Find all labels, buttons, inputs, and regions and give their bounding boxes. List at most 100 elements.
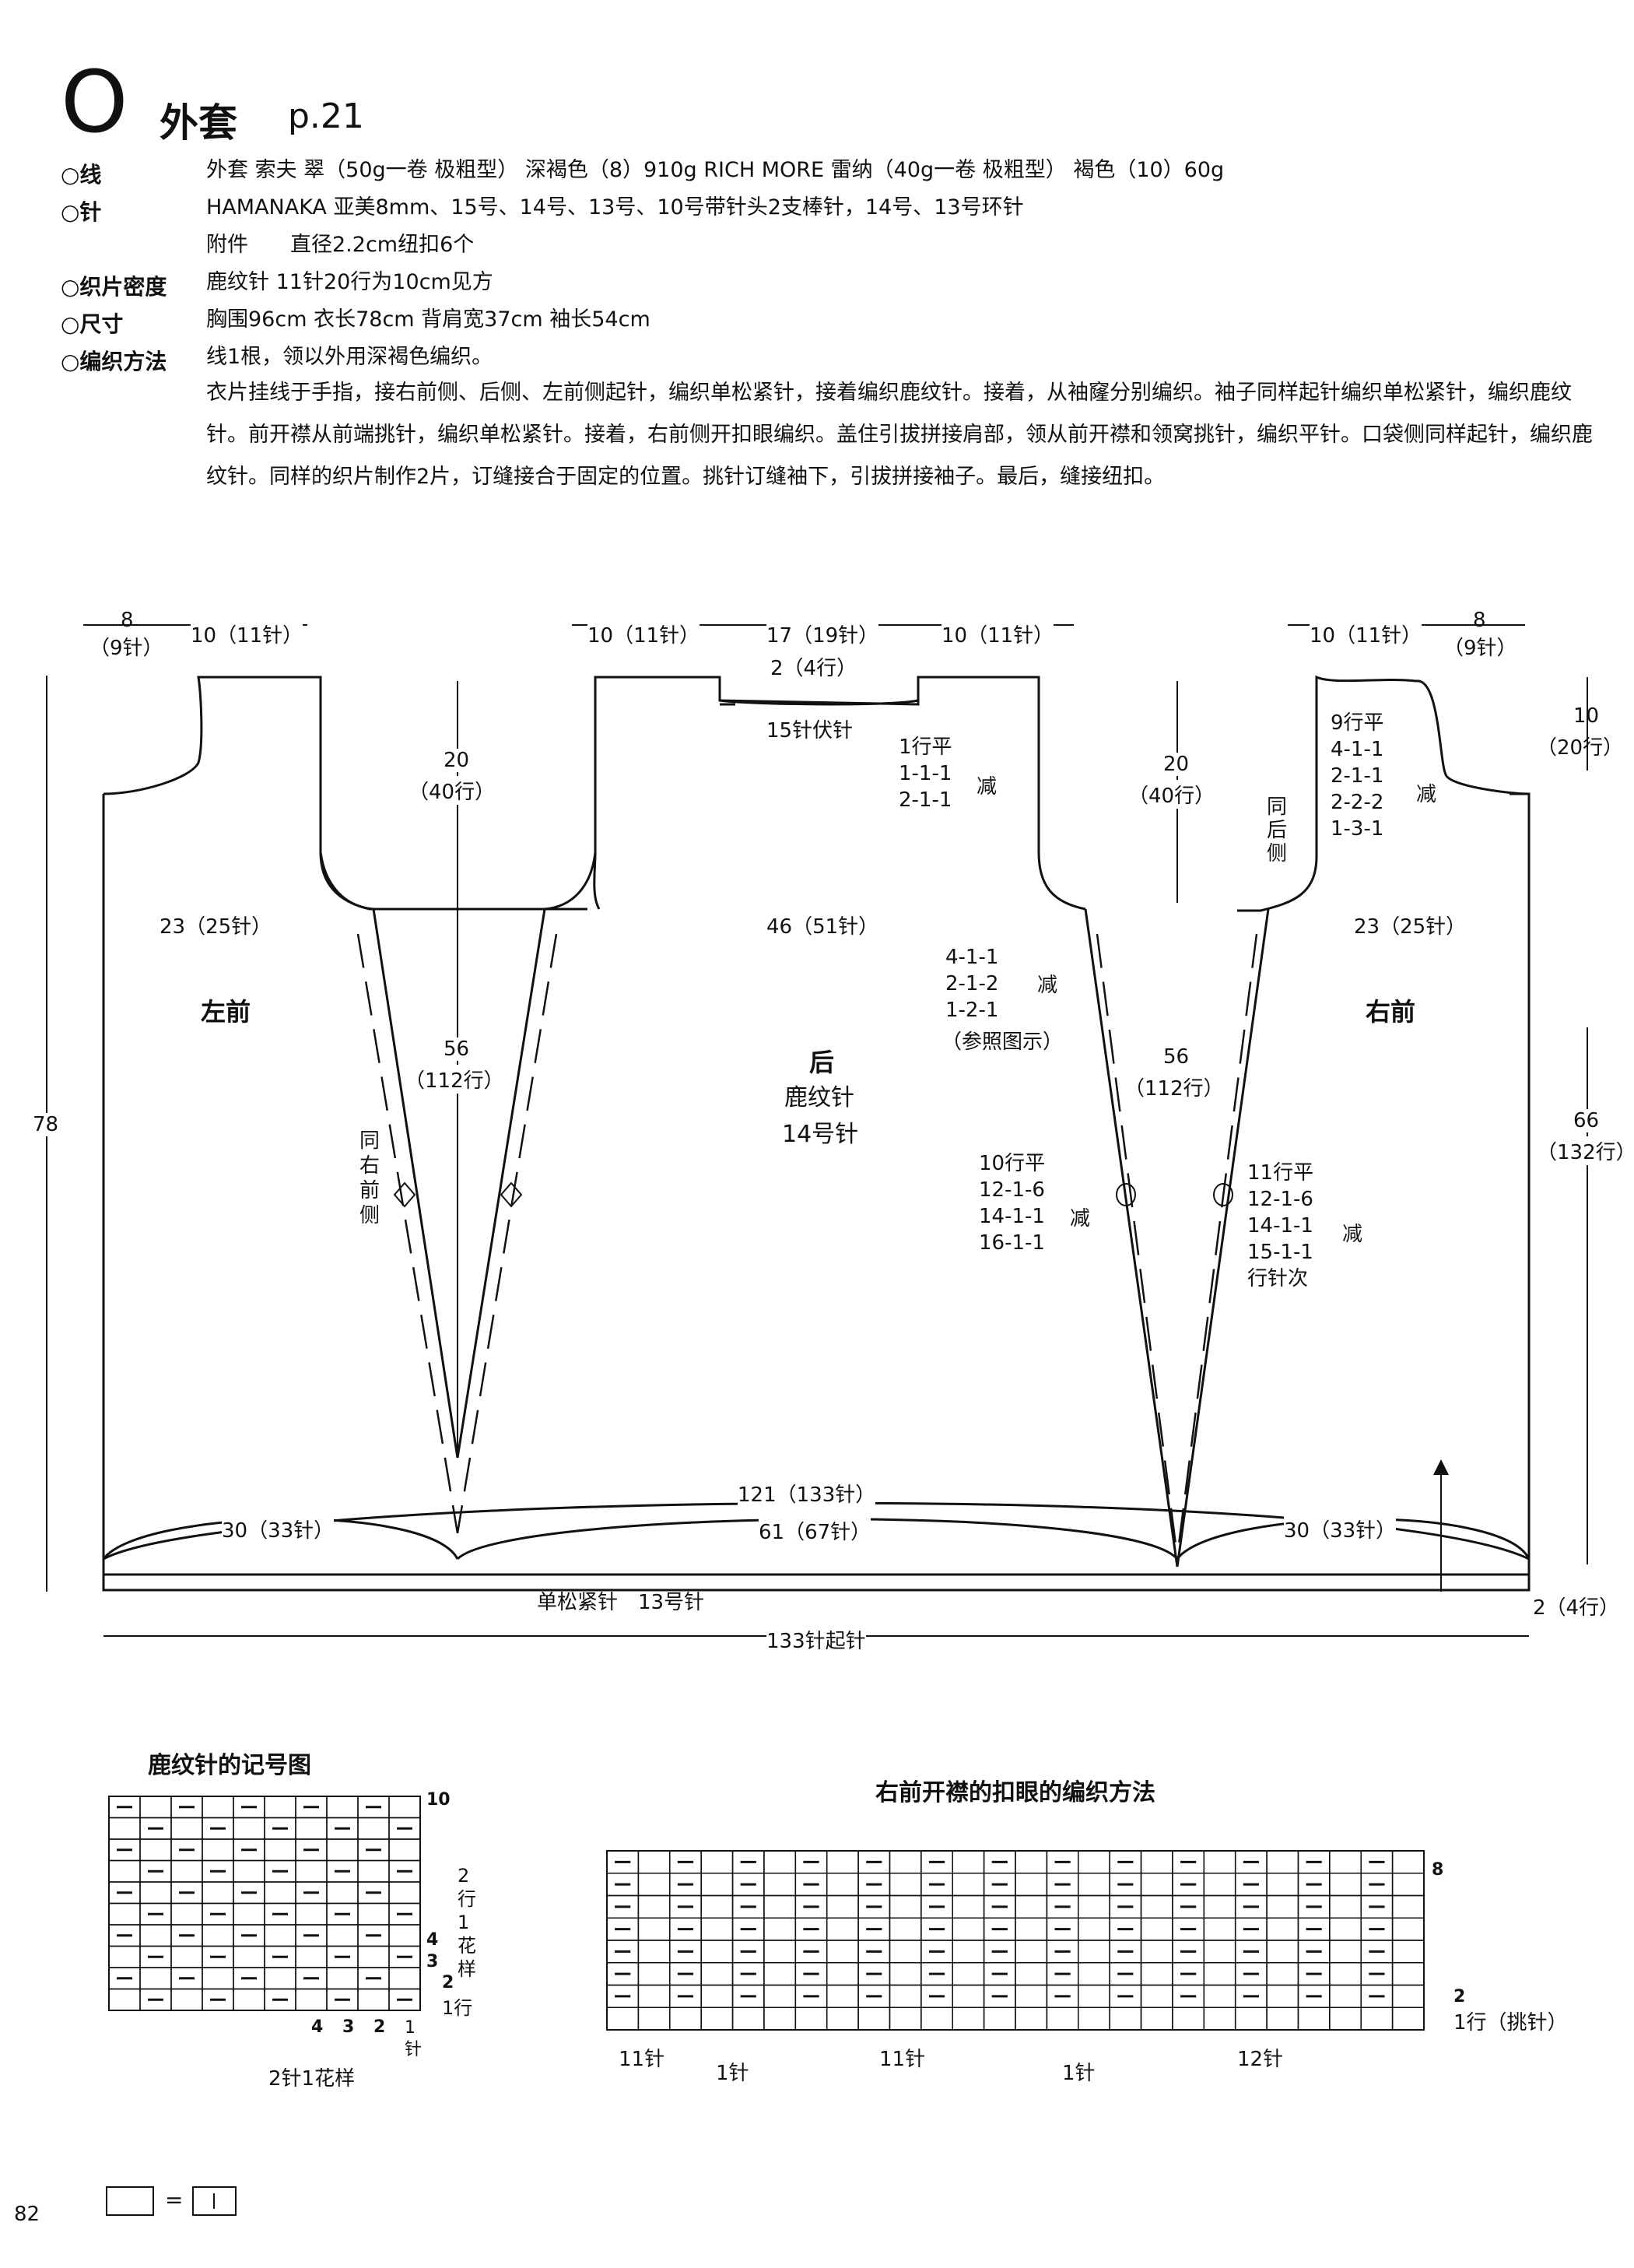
chart-cell [1203,1917,1236,1941]
decrease-label-armhole: 减 [1037,974,1058,997]
chart-cell [1391,1940,1424,1964]
chart-cell [264,1967,296,1990]
chart-cell [109,1988,141,2010]
chart-cell [763,1917,797,1941]
chart-cell [1078,1851,1110,1874]
chart-cell [233,1859,265,1883]
chart-cell [1329,1894,1362,1919]
dim-right-56: 56 [1163,1045,1190,1069]
chart-cell [388,1988,420,2010]
chart-cell [1078,1940,1110,1964]
chart-cell [763,1894,797,1919]
chart2-seg-11b: 11针 [879,2043,926,2072]
back-needle-size: 14号针 [782,1121,859,1148]
chart-cell [1203,1894,1236,1919]
chart-cell [1140,1851,1173,1874]
spec-value-notions: 附件 直径2.2cm纽扣6个 [206,233,475,257]
chart-cell [637,1940,671,1964]
chart-cell [1391,1962,1424,1986]
chart-cell [1391,1873,1424,1897]
chart-cell [1078,1873,1110,1897]
chart-cell [1015,1984,1048,2008]
chart-cell [170,1859,203,1883]
label-back: 后 [809,1048,835,1077]
dim-top-left-9: （9针） [89,637,163,660]
chart-cell [826,1940,859,1964]
chart-cell [139,1924,172,1947]
buttonhole-chart [607,1851,1424,2030]
chart-cell [763,1873,797,1897]
dim-hem-left-30: 30（33针） [222,1515,335,1543]
label-left-front: 左前 [201,997,251,1027]
chart-cell [1078,2006,1110,2030]
pattern-letter: O [61,52,128,152]
chart-cell [326,1838,359,1862]
chart-cell [139,1967,172,1990]
chart-cell [388,1838,420,1862]
chart-cell [952,1873,985,1897]
chart1-col-repeat: 2针1花样 [268,2067,356,2091]
chart-cell [1329,1873,1362,1897]
chart-cell [1046,2006,1079,2030]
chart-cell [357,1988,390,2010]
chart-cell [326,1967,359,1990]
spec-label-needles: ○针 [61,199,102,225]
chart-cell [637,1873,671,1897]
spec-label-size: ○尺寸 [61,311,124,337]
spec-value-size: 胸围96cm 衣长78cm 背肩宽37cm 袖长54cm [206,307,650,332]
chart-cell [1109,2006,1142,2030]
chart-cell [109,1945,141,1968]
chart-cell [826,1873,859,1897]
chart-cell [952,1940,985,1964]
dim-right-armhole: 23（25针） [1354,911,1467,939]
chart-cell [1266,1917,1299,1941]
chart-cell [857,2006,891,2030]
chart-cell [1078,1894,1110,1919]
chart-cell [1140,1962,1173,1986]
chart-cell [1266,1940,1299,1964]
chart-cell [952,2006,985,2030]
dim-top-back-10b: 10（11针） [941,620,1054,648]
chart-cell [731,2006,765,2030]
moss-stitch-chart [109,1796,420,2010]
chart-cell [1140,2006,1173,2030]
dim-neck-depth: 2（4行） [770,657,857,680]
chart-cell [264,1881,296,1905]
dim-back-width: 46（51针） [766,911,879,939]
chart-cell [1078,1962,1110,1986]
chart1-row-3: 3 [426,1952,439,1971]
chart-cell [326,1881,359,1905]
chart-cell [295,1988,328,2010]
chart-cell [607,2006,640,2030]
chart-cell [889,1851,922,1874]
chart-cell [326,1924,359,1947]
chart-cell [388,1924,420,1947]
chart-cell [1140,1984,1173,2008]
chart-cell [700,1940,734,1964]
chart-cell [700,2006,734,2030]
chart-cell [700,1962,734,1986]
page-number: 82 [14,2203,40,2226]
chart-cell [233,1902,265,1926]
chart-cell [826,1851,859,1874]
chart-cell [1360,2006,1394,2030]
chart-cell [295,1902,328,1926]
chart-cell [170,1945,203,1968]
chart-cell [1140,1940,1173,1964]
chart-cell [357,1902,390,1926]
chart-cell [109,1902,141,1926]
dim-ribbing-rows: 2（4行） [1533,1596,1620,1620]
chart-cell [1015,1940,1048,1964]
same-as-back-side: 同后侧 [1267,795,1288,865]
dim-total-length: 78 [33,1113,59,1136]
chart-cell [1266,2006,1299,2030]
chart-cell [388,1796,420,1819]
chart-cell [826,1984,859,2008]
dim-hem-121: 121（133针） [738,1479,876,1508]
chart-cell [139,1796,172,1819]
chart-cell [889,2006,922,2030]
chart-cell [295,1817,328,1840]
chart-cell [202,1967,234,1990]
